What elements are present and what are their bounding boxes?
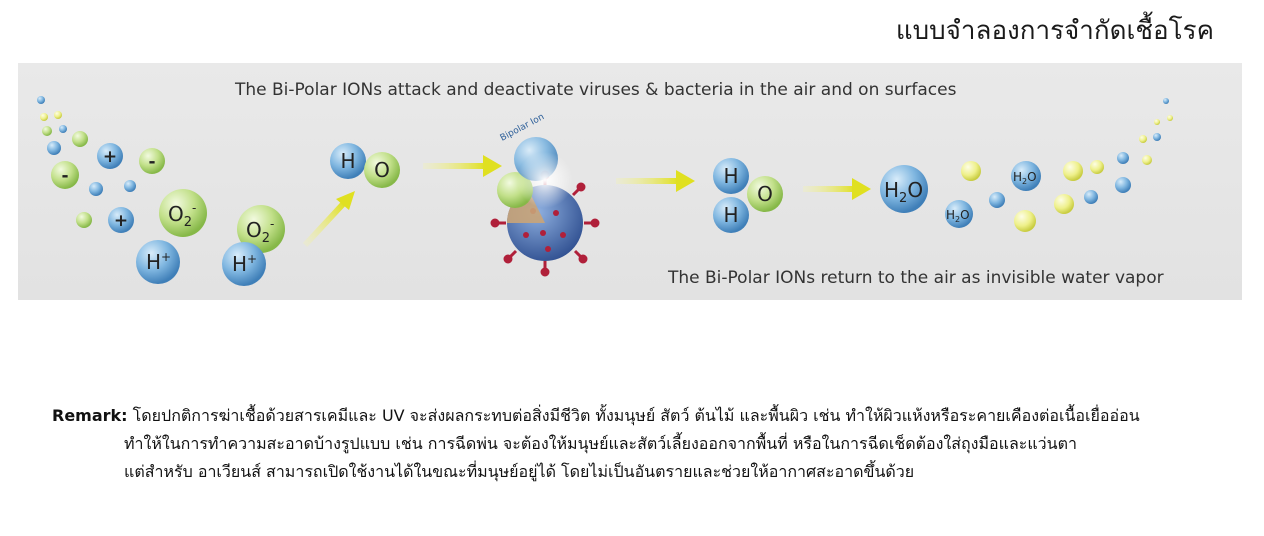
o2-superscript: - — [192, 201, 196, 215]
h2o-h: H — [884, 178, 899, 202]
svg-text:H2O: H2O — [946, 208, 970, 224]
o2-ion-1: O2- — [159, 189, 207, 237]
plus-sign: + — [103, 147, 117, 167]
top-caption: The Bi-Polar IONs attack and deactivate … — [234, 80, 957, 100]
h-letter: H — [146, 250, 161, 274]
svg-text:O2-: O2- — [246, 217, 274, 246]
bipolar-ion: Bipolar Ion — [497, 112, 573, 208]
h2o-subscript: 2 — [899, 191, 907, 206]
o2-letter: O — [246, 218, 262, 242]
plus-superscript: + — [247, 252, 257, 266]
remark-line-3: แต่สำหรับ อาเวียนส์ สามารถเปิดใช้งานได้ใ… — [124, 462, 915, 481]
plus-superscript: + — [161, 250, 171, 264]
arrow-right-icon — [803, 178, 871, 200]
svg-text:H+: H+ — [146, 250, 171, 274]
arrow-right-up-icon — [302, 191, 355, 248]
svg-text:H2O: H2O — [1013, 170, 1037, 186]
h2o-subscript: 2 — [955, 215, 960, 224]
water-molecule-small-2: H2O — [945, 200, 973, 228]
h2o-subscript: 2 — [1022, 177, 1027, 186]
remark-line-1: Remark: โดยปกติการฆ่าเชื้อด้วยสารเคมีและ… — [52, 402, 1242, 430]
h2o-h: H — [946, 208, 955, 222]
svg-text:O2-: O2- — [168, 201, 196, 230]
o2-superscript: - — [270, 217, 274, 231]
svg-text:H+: H+ — [232, 252, 257, 276]
hydroxyl-molecule: H O — [330, 143, 400, 188]
h-letter: H — [232, 252, 247, 276]
o2-subscript: 2 — [262, 231, 270, 246]
h-letter: H — [340, 149, 355, 173]
h-letter: H — [723, 164, 738, 188]
remark-line-2: ทำให้ในการทำความสะอาดบ้างรูปแบบ เช่น การ… — [124, 434, 1077, 453]
h-plus-ion-1: H+ — [136, 240, 180, 284]
ion-process-diagram: The Bi-Polar IONs attack and deactivate … — [18, 63, 1242, 300]
arrow-right-icon — [616, 170, 695, 192]
minus-sign: - — [148, 152, 155, 172]
h-letter: H — [723, 203, 738, 227]
h2o-o: O — [1027, 170, 1036, 184]
arrow-right-icon — [423, 155, 502, 177]
o2-letter: O — [168, 202, 184, 226]
remark-section: Remark: โดยปกติการฆ่าเชื้อด้วยสารเคมีและ… — [52, 402, 1242, 486]
h2o-o: O — [960, 208, 969, 222]
positive-ion-2: + — [108, 207, 134, 233]
plus-sign: + — [114, 211, 128, 231]
h-plus-ion-2: H+ — [222, 242, 266, 286]
water-molecule-large: H2O — [880, 165, 928, 213]
positive-ion-1: + — [97, 143, 123, 169]
o2-subscript: 2 — [184, 215, 192, 230]
remark-text-1: โดยปกติการฆ่าเชื้อด้วยสารเคมีและ UV จะส่… — [132, 406, 1140, 425]
svg-text:H2O: H2O — [884, 178, 923, 206]
hho-molecule: H H O — [713, 158, 783, 233]
vapor-bubbles-right — [961, 98, 1173, 232]
h2o-h: H — [1013, 170, 1022, 184]
negative-ion-2: - — [139, 148, 165, 174]
minus-sign: - — [61, 166, 68, 186]
o-letter: O — [757, 182, 773, 206]
water-molecule-small-1: H2O — [1011, 161, 1041, 191]
diagram-canvas: The Bi-Polar IONs attack and deactivate … — [37, 80, 1173, 288]
bottom-caption: The Bi-Polar IONs return to the air as i… — [667, 268, 1164, 288]
negative-ion-1: - — [51, 161, 79, 189]
o2-ion-2: O2- — [237, 205, 285, 253]
remark-label: Remark: — [52, 406, 128, 425]
o-letter: O — [374, 158, 390, 182]
h2o-o: O — [907, 178, 923, 202]
page-title: แบบจำลองการจำกัดเชื้อโรค — [895, 16, 1214, 46]
small-bubbles-left — [37, 96, 136, 228]
